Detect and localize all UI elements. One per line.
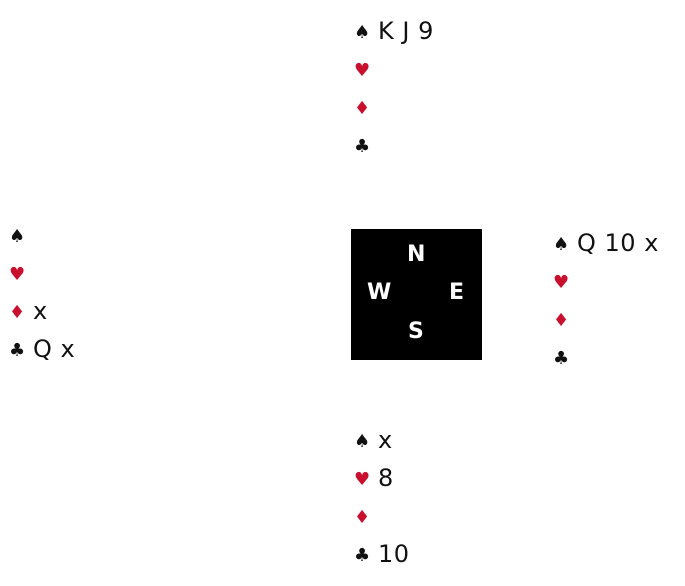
west-clubs-row: ♣ Q x xyxy=(9,330,179,368)
west-hearts-row: ♥ xyxy=(9,254,179,292)
east-spades-row: ♠ Q 10 x xyxy=(553,224,685,262)
diamond-icon: ♦ xyxy=(553,310,570,331)
north-clubs-row: ♣ xyxy=(354,126,524,164)
spade-icon: ♠ xyxy=(553,234,570,255)
south-spades-row: ♠x xyxy=(354,421,524,459)
compass-box: N W E S xyxy=(351,229,482,360)
east-clubs-row: ♣ xyxy=(553,338,685,376)
north-spades-row: ♠ K J 9 xyxy=(354,12,524,50)
diamond-icon: ♦ xyxy=(354,507,371,528)
spade-icon: ♠ xyxy=(9,226,26,247)
compass-north-label: N xyxy=(407,242,426,267)
diamond-icon: ♦ xyxy=(354,98,371,119)
south-diamonds-row: ♦ xyxy=(354,497,524,535)
club-icon: ♣ xyxy=(354,545,371,566)
heart-icon: ♥ xyxy=(9,264,26,285)
west-clubs-cards: Q x xyxy=(33,335,76,363)
north-diamonds-row: ♦ xyxy=(354,88,524,126)
south-spades-cards: x xyxy=(378,426,393,454)
north-hand: ♠ K J 9 ♥ ♦ ♣ xyxy=(354,12,524,164)
heart-icon: ♥ xyxy=(553,272,570,293)
compass-south-label: S xyxy=(408,319,424,344)
west-diamonds-cards: x xyxy=(33,297,48,325)
south-hand: ♠x ♥8 ♦ ♣10 xyxy=(354,421,524,573)
south-hearts-cards: 8 xyxy=(378,464,394,492)
north-spades-cards: K J 9 xyxy=(378,17,434,45)
east-hand: ♠ Q 10 x ♥ ♦ ♣ xyxy=(553,224,685,376)
club-icon: ♣ xyxy=(553,348,570,369)
east-hearts-row: ♥ xyxy=(553,262,685,300)
compass-west-label: W xyxy=(367,280,392,305)
south-clubs-cards: 10 xyxy=(378,540,410,568)
east-diamonds-row: ♦ xyxy=(553,300,685,338)
north-hearts-row: ♥ xyxy=(354,50,524,88)
compass-east-label: E xyxy=(449,280,465,305)
heart-icon: ♥ xyxy=(354,60,371,81)
spade-icon: ♠ xyxy=(354,431,371,452)
club-icon: ♣ xyxy=(9,340,26,361)
east-spades-cards: Q 10 x xyxy=(577,229,659,257)
club-icon: ♣ xyxy=(354,136,371,157)
west-spades-row: ♠ xyxy=(9,216,179,254)
south-clubs-row: ♣ 10 xyxy=(354,535,524,573)
spade-icon: ♠ xyxy=(354,22,371,43)
heart-icon: ♥ xyxy=(354,469,371,490)
west-hand: ♠ ♥ ♦x ♣Q x xyxy=(9,216,179,368)
diamond-icon: ♦ xyxy=(9,302,26,323)
west-diamonds-row: ♦x xyxy=(9,292,179,330)
south-hearts-row: ♥8 xyxy=(354,459,524,497)
